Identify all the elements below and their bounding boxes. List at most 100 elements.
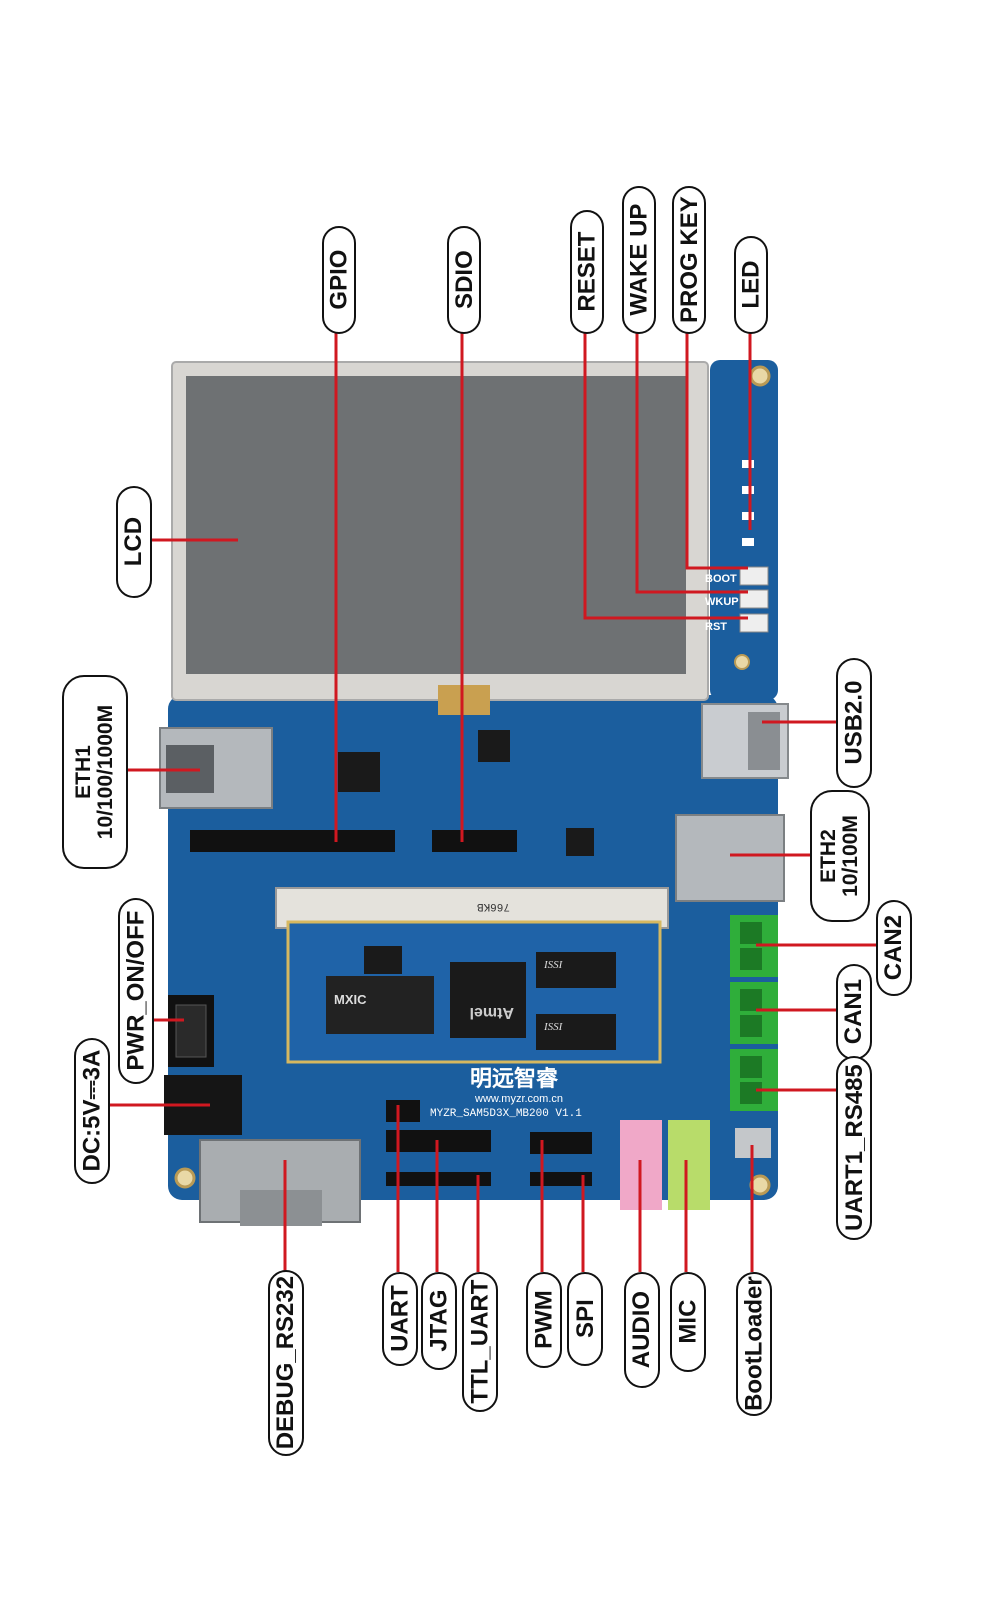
label-bootloader: BootLoader <box>736 1272 772 1416</box>
terminal-screw <box>740 1015 762 1037</box>
leader-reset <box>583 330 748 620</box>
gpio-header <box>190 830 395 852</box>
board-brand: 明远智睿 <box>470 1066 559 1092</box>
label-spi-text: SPI <box>571 1299 599 1339</box>
chip-cpu <box>450 962 526 1038</box>
chip-mxic-label: MXIC <box>334 992 367 1007</box>
silk-boot: BOOT <box>705 573 737 585</box>
label-uart-text: UART <box>386 1285 414 1353</box>
label-eth2-line1: ETH2 <box>816 829 840 883</box>
terminal-screw <box>740 1082 762 1104</box>
label-wakeup-text: WAKE UP <box>625 203 653 317</box>
label-jtag-text: JTAG <box>425 1289 453 1353</box>
label-mic-text: MIC <box>674 1300 702 1344</box>
chip-ram-2 <box>536 1014 616 1050</box>
led-2 <box>742 486 754 494</box>
label-uart: UART <box>382 1272 418 1366</box>
label-eth1-line2: 10/100/1000M <box>94 704 117 840</box>
silk-rst: RST <box>705 621 727 633</box>
label-eth2-line2: 10/100M <box>839 815 863 897</box>
leader-progkey <box>685 330 748 570</box>
label-pwm: PWM <box>526 1272 562 1368</box>
label-audio: AUDIO <box>624 1272 660 1388</box>
label-eth1-line1: ETH1 <box>71 745 95 799</box>
terminal-screw <box>740 989 762 1011</box>
label-dc: DC:5V⎓3A <box>74 1038 110 1184</box>
label-usb: USB2.0 <box>836 658 872 788</box>
mount-hole <box>174 1167 196 1189</box>
chip-phy <box>338 752 380 792</box>
label-gpio-text: GPIO <box>325 249 353 311</box>
label-debug: DEBUG_RS232 <box>268 1270 304 1456</box>
mount-hole <box>734 654 750 670</box>
label-reset: RESET <box>570 210 604 334</box>
eth1-connector <box>159 727 273 809</box>
chip-eth2 <box>566 828 594 856</box>
label-mic: MIC <box>670 1272 706 1372</box>
label-reset-text: RESET <box>573 231 601 313</box>
led-1 <box>742 460 754 468</box>
label-sdio: SDIO <box>447 226 481 334</box>
label-lcd: LCD <box>116 486 152 598</box>
mic-jack <box>668 1120 710 1210</box>
chip-ctrl <box>478 730 510 762</box>
boot-key <box>739 566 769 586</box>
label-can2: CAN2 <box>876 900 912 996</box>
label-pwm-text: PWM <box>530 1290 558 1350</box>
label-jtag: JTAG <box>421 1272 457 1370</box>
chip-flash <box>326 976 434 1034</box>
label-progkey-text: PROG KEY <box>675 196 703 324</box>
label-uart1-text: UART1_RS485 <box>840 1064 868 1232</box>
label-ttl: TTL_UART <box>462 1272 498 1412</box>
led-4 <box>742 538 754 546</box>
label-dc-text: DC:5V⎓3A <box>78 1050 106 1172</box>
power-switch-rocker <box>175 1004 207 1058</box>
silk-wkup: WKUP <box>705 596 739 608</box>
label-uart1: UART1_RS485 <box>836 1056 872 1240</box>
label-pwr-text: PWR_ON/OFF <box>122 911 150 1071</box>
label-can1: CAN1 <box>836 964 872 1060</box>
label-usb-text: USB2.0 <box>840 680 868 766</box>
label-spi: SPI <box>567 1272 603 1366</box>
spi-header <box>530 1172 592 1186</box>
label-debug-text: DEBUG_RS232 <box>272 1276 300 1450</box>
pwm-header <box>530 1132 592 1154</box>
label-pwr: PWR_ON/OFF <box>118 898 154 1084</box>
label-can2-text: CAN2 <box>880 915 908 981</box>
label-sdio-text: SDIO <box>450 250 478 310</box>
terminal-screw <box>740 1056 762 1078</box>
chip-atmel-label: Atmel <box>470 1004 514 1021</box>
chip-small <box>364 946 402 974</box>
leader-wakeup <box>635 330 748 594</box>
label-bootloader-text: BootLoader <box>740 1276 768 1412</box>
terminal-screw <box>740 922 762 944</box>
lcd-flex <box>438 685 490 715</box>
lcd-screen <box>186 376 686 674</box>
label-wakeup: WAKE UP <box>622 186 656 334</box>
terminal-screw <box>740 948 762 970</box>
label-ttl-text: TTL_UART <box>466 1280 494 1404</box>
label-can1-text: CAN1 <box>840 979 868 1045</box>
sdio-header <box>432 830 517 852</box>
label-led: LED <box>734 236 768 334</box>
chip-ram-1 <box>536 952 616 988</box>
mount-hole <box>749 1174 771 1196</box>
board-model: MYZR_SAM5D3X_MB200 V1.1 <box>430 1108 582 1120</box>
led-3 <box>742 512 754 520</box>
label-audio-text: AUDIO <box>628 1291 656 1369</box>
chip-issi-label-1: ISSI <box>543 959 564 971</box>
label-lcd-text: LCD <box>120 517 148 567</box>
label-progkey: PROG KEY <box>672 186 706 334</box>
board-website: www.myzr.com.cn <box>474 1093 563 1105</box>
pcb-top-strip <box>710 360 778 700</box>
uart-header <box>386 1100 420 1122</box>
som-label: 766KB <box>477 900 510 912</box>
mount-hole <box>749 365 771 387</box>
db9-shell <box>240 1190 322 1226</box>
eth2-connector <box>675 814 785 902</box>
